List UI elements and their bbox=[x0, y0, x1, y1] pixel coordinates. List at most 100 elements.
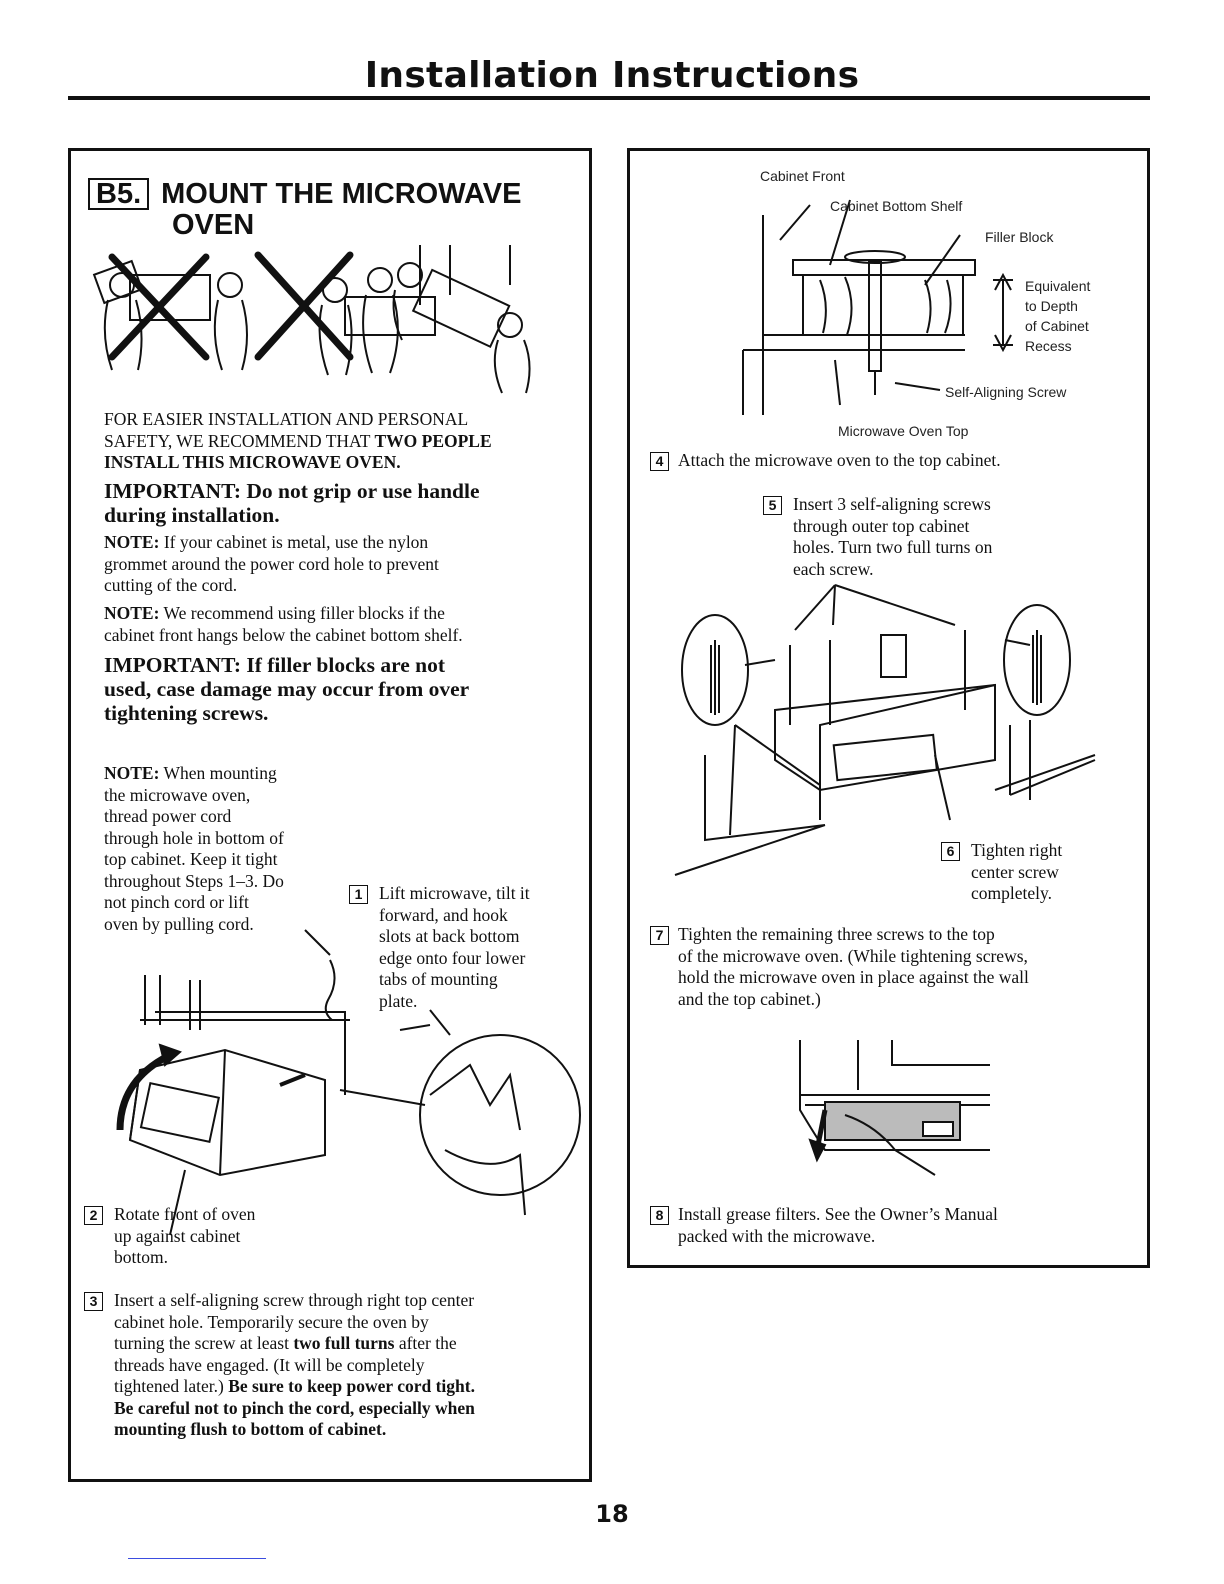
important1-line-2: during installation. bbox=[104, 503, 280, 527]
step1-line-6: plate. bbox=[379, 990, 418, 1011]
important1-line-1: IMPORTANT: Do not grip or use handle bbox=[104, 479, 480, 503]
step4-text: Attach the microwave oven to the top cab… bbox=[678, 450, 1001, 470]
step7-line-3: hold the microwave oven in place against… bbox=[678, 967, 1029, 987]
step-8: 8 Install grease filters. See the Owner’… bbox=[650, 1204, 1130, 1248]
step-2-number: 2 bbox=[84, 1206, 103, 1225]
intro-bold-2: TWO PEOPLE bbox=[374, 430, 492, 451]
step3-line-7: mounting flush to bottom of cabinet. bbox=[114, 1419, 387, 1439]
step1-line-2: forward, and hook bbox=[379, 904, 508, 925]
step-7-number: 7 bbox=[650, 926, 669, 945]
step3-line-3a: turning the screw at least bbox=[114, 1333, 294, 1353]
step6-line-2: center screw bbox=[971, 861, 1059, 882]
step1-line-4: edge onto four lower bbox=[379, 947, 526, 968]
important2-line-3: tightening screws. bbox=[104, 701, 269, 725]
heading-line-2: OVEN bbox=[172, 209, 255, 241]
note-metal-cabinet: NOTE: If your cabinet is metal, use the … bbox=[104, 532, 574, 597]
note1-line-2: grommet around the power cord hole to pr… bbox=[104, 553, 439, 574]
two-person-lift-illustration bbox=[92, 245, 531, 394]
note1-line-3: cutting of the cord. bbox=[104, 575, 238, 595]
label-filler-block: Filler Block bbox=[985, 229, 1054, 245]
step5-line-3: holes. Turn two full turns on bbox=[793, 537, 993, 557]
equiv-line-4: Recess bbox=[1025, 338, 1072, 354]
step-1-number: 1 bbox=[349, 885, 368, 904]
step-5-number: 5 bbox=[763, 496, 782, 515]
step-1: 1 Lift microwave, tilt it forward, and h… bbox=[349, 883, 579, 1023]
step1-line-3: slots at back bottom bbox=[379, 926, 520, 946]
note3-line-6: throughout Steps 1–3. Do bbox=[104, 870, 284, 891]
step8-line-2: packed with the microwave. bbox=[678, 1225, 876, 1246]
label-cabinet-bottom-shelf: Cabinet Bottom Shelf bbox=[830, 198, 963, 214]
footer-link-underline[interactable] bbox=[128, 1558, 266, 1559]
equiv-line-1: Equivalent bbox=[1025, 278, 1091, 294]
step-8-number: 8 bbox=[650, 1206, 669, 1225]
step6-line-1: Tighten right bbox=[971, 840, 1063, 860]
note2-line-1: We recommend using filler blocks if the bbox=[159, 603, 445, 623]
label-equivalent-depth: Equivalent to Depth of Cabinet Recess bbox=[1025, 276, 1090, 356]
step3-line-3b: two full turns bbox=[293, 1333, 395, 1353]
note-label: NOTE: bbox=[104, 763, 160, 783]
filler-block-diagram bbox=[742, 199, 1013, 415]
step-3: 3 Insert a self-aligning screw through r… bbox=[84, 1290, 579, 1445]
label-cabinet-front: Cabinet Front bbox=[760, 168, 845, 184]
step3-line-5a: tightened later.) bbox=[114, 1376, 229, 1396]
note3-line-2: the microwave oven, bbox=[104, 784, 251, 805]
section-heading: B5. MOUNT THE MICROWAVE OVEN bbox=[88, 178, 588, 240]
intro-paragraph: FOR EASIER INSTALLATION AND PERSONAL SAF… bbox=[104, 409, 574, 474]
grease-filter-illustration bbox=[799, 1040, 990, 1176]
note-power-cord: NOTE: When mounting the microwave oven, … bbox=[104, 763, 354, 935]
step8-line-1: Install grease filters. See the Owner’s … bbox=[678, 1204, 998, 1224]
page-number: 18 bbox=[595, 1500, 629, 1528]
step2-line-3: bottom. bbox=[114, 1247, 168, 1267]
step7-line-2: of the microwave oven. (While tightening… bbox=[678, 945, 1028, 966]
step-5: 5 Insert 3 self-aligning screws through … bbox=[763, 494, 1063, 582]
page-title: Installation Instructions bbox=[364, 55, 860, 96]
step3-line-6: Be careful not to pinch the cord, especi… bbox=[114, 1397, 475, 1418]
note3-line-8: oven by pulling cord. bbox=[104, 913, 254, 934]
step-7: 7 Tighten the remaining three screws to … bbox=[650, 924, 1130, 1012]
note3-line-1: When mounting bbox=[159, 763, 277, 783]
step-4: 4 Attach the microwave oven to the top c… bbox=[650, 450, 1130, 474]
step5-line-1: Insert 3 self-aligning screws bbox=[793, 494, 991, 514]
step3-line-2: cabinet hole. Temporarily secure the ove… bbox=[114, 1311, 429, 1332]
equiv-line-2: to Depth bbox=[1025, 298, 1078, 314]
important-filler-warning: IMPORTANT: If filler blocks are not used… bbox=[104, 653, 574, 725]
note3-line-4: through hole in bottom of bbox=[104, 827, 284, 848]
step1-line-1: Lift microwave, tilt it bbox=[379, 883, 530, 903]
step3-line-4: threads have engaged. (It will be comple… bbox=[114, 1354, 425, 1375]
step-6-number: 6 bbox=[941, 842, 960, 861]
step2-line-1: Rotate front of oven bbox=[114, 1204, 256, 1224]
label-self-aligning-screw: Self-Aligning Screw bbox=[945, 384, 1067, 400]
important-handle-warning: IMPORTANT: Do not grip or use handle dur… bbox=[104, 479, 574, 527]
step5-line-4: each screw. bbox=[793, 558, 874, 579]
screws-diagram bbox=[674, 584, 1096, 876]
step7-line-4: and the top cabinet.) bbox=[678, 988, 821, 1009]
step5-line-2: through outer top cabinet bbox=[793, 515, 970, 536]
note-filler-blocks: NOTE: We recommend using filler blocks i… bbox=[104, 603, 574, 646]
label-microwave-oven-top: Microwave Oven Top bbox=[838, 423, 969, 439]
note3-line-7: not pinch cord or lift bbox=[104, 892, 249, 912]
step3-line-5b: Be sure to keep power cord tight. bbox=[228, 1376, 475, 1396]
step7-line-1: Tighten the remaining three screws to th… bbox=[678, 924, 995, 944]
right-panel bbox=[627, 148, 1150, 1268]
important2-line-2: used, case damage may occur from over bbox=[104, 677, 470, 701]
step2-line-2: up against cabinet bbox=[114, 1225, 241, 1246]
note2-line-2: cabinet front hangs below the cabinet bo… bbox=[104, 624, 463, 645]
note3-line-5: top cabinet. Keep it tight bbox=[104, 849, 278, 869]
step-6: 6 Tighten right center screw completely. bbox=[941, 840, 1111, 906]
note-label: NOTE: bbox=[104, 603, 160, 623]
step-2: 2 Rotate front of oven up against cabine… bbox=[84, 1204, 304, 1270]
note3-line-3: thread power cord bbox=[104, 806, 232, 826]
intro-line-1: FOR EASIER INSTALLATION AND PERSONAL bbox=[104, 409, 469, 429]
hook-oven-illustration bbox=[116, 929, 581, 1236]
title-rule bbox=[68, 96, 1150, 100]
intro-line-2: SAFETY, WE RECOMMEND THAT bbox=[104, 430, 375, 451]
left-panel bbox=[68, 148, 592, 1482]
equiv-line-3: of Cabinet bbox=[1025, 318, 1089, 334]
step6-line-3: completely. bbox=[971, 883, 1052, 903]
step3-line-1: Insert a self-aligning screw through rig… bbox=[114, 1290, 475, 1310]
step-4-number: 4 bbox=[650, 452, 669, 471]
heading-line-1: MOUNT THE MICROWAVE bbox=[161, 178, 522, 210]
step3-line-3c: after the bbox=[394, 1333, 457, 1353]
important2-line-1: IMPORTANT: If filler blocks are not bbox=[104, 653, 446, 677]
step-code-badge: B5. bbox=[88, 178, 150, 210]
